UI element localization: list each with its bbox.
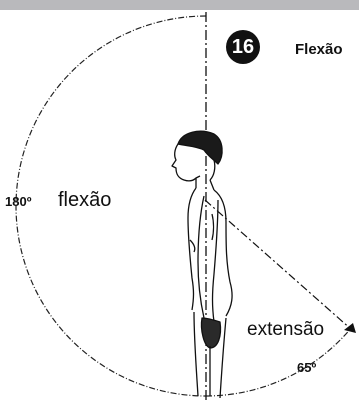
extension-label: extensão bbox=[247, 320, 324, 339]
flexion-label: flexão bbox=[58, 190, 111, 210]
human-figure bbox=[172, 131, 232, 398]
figure-number-badge: 16 bbox=[226, 30, 260, 64]
figure-title: Flexão bbox=[295, 42, 343, 57]
head bbox=[172, 144, 200, 181]
flexion-degrees-label: 180º bbox=[5, 195, 31, 208]
hair bbox=[178, 131, 222, 164]
hand bbox=[201, 318, 220, 348]
extension-degrees-label: 65º bbox=[297, 361, 316, 374]
